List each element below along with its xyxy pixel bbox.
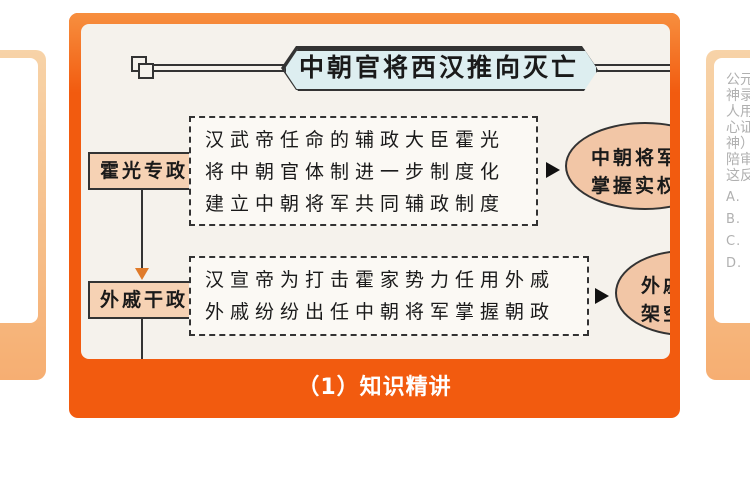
box-line: 外戚纷纷出任中朝将军掌握朝政	[205, 301, 556, 323]
title-fill	[284, 49, 598, 91]
flow-arrow-down	[135, 268, 149, 280]
box-line: 汉武帝任命的辅政大臣霍光	[205, 129, 506, 151]
box-line: 将中朝官体制进一步制度化	[205, 161, 506, 183]
slide-image: 中朝官将西汉推向灭亡 霍光专政 汉武帝任命的辅政大臣霍光 将中朝官体制进一步制度…	[81, 24, 670, 359]
result-ellipse-1: 中朝将军 掌握实权	[565, 122, 670, 210]
question-line: 人用	[726, 104, 750, 120]
next-slide-question-text: 公元 神录 人用 心证 神） 陪审 这反 A. B. C. D.	[726, 72, 750, 272]
result-line: 架空	[641, 303, 670, 325]
node-huoguang: 霍光专政	[88, 152, 200, 190]
question-line: 心证	[726, 120, 750, 136]
box-line: 建立中朝将军共同辅政制度	[205, 193, 506, 215]
title-deco-square	[138, 63, 154, 79]
option-b: B.	[726, 212, 742, 227]
question-line: 公元	[726, 72, 750, 88]
option-a: A.	[726, 190, 741, 205]
flow-line	[141, 304, 143, 359]
box-line: 汉宣帝为打击霍家势力任用外戚	[205, 269, 556, 291]
next-slide-card[interactable]: 公元 神录 人用 心证 神） 陪审 这反 A. B. C. D.	[706, 50, 750, 380]
flow-line	[141, 182, 143, 272]
result-ellipse-2: 外戚 架空	[615, 250, 670, 336]
explanation-box-1: 汉武帝任命的辅政大臣霍光 将中朝官体制进一步制度化 建立中朝将军共同辅政制度	[189, 116, 538, 226]
question-line: 神录	[726, 88, 750, 104]
explanation-box-2: 汉宣帝为打击霍家势力任用外戚 外戚纷纷出任中朝将军掌握朝政	[189, 256, 589, 336]
question-line: 陪审	[726, 152, 750, 168]
question-line: 这反	[726, 168, 750, 184]
next-slide-image: 公元 神录 人用 心证 神） 陪审 这反 A. B. C. D.	[714, 58, 750, 323]
option-c: C.	[726, 234, 742, 249]
option-d: D.	[726, 256, 743, 271]
result-line: 中朝将军	[591, 147, 670, 169]
previous-slide-image	[0, 58, 38, 323]
node-waiqi: 外戚干政	[88, 281, 200, 319]
result-arrow	[595, 288, 609, 304]
result-line: 掌握实权	[591, 175, 670, 197]
active-slide-card[interactable]: 中朝官将西汉推向灭亡 霍光专政 汉武帝任命的辅政大臣霍光 将中朝官体制进一步制度…	[69, 13, 680, 418]
result-arrow	[546, 162, 560, 178]
result-line: 外戚	[641, 275, 670, 297]
question-line: 神）	[726, 136, 750, 152]
diagram-title: 中朝官将西汉推向灭亡	[298, 53, 579, 82]
slide-caption: （1）知识精讲	[297, 375, 452, 400]
previous-slide-card[interactable]	[0, 50, 46, 380]
